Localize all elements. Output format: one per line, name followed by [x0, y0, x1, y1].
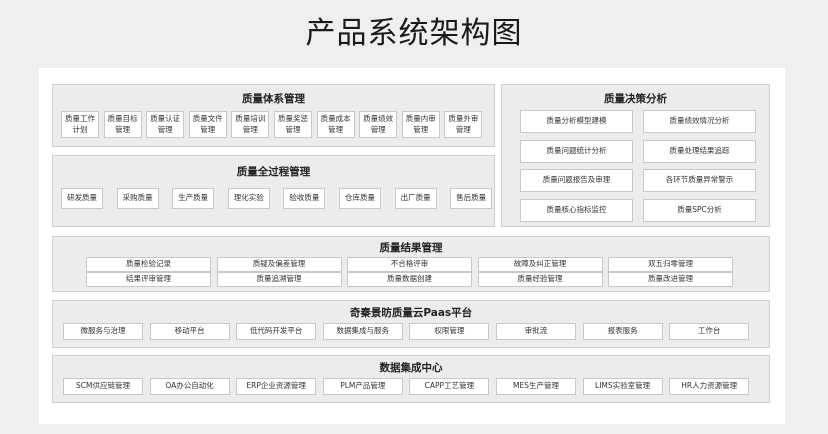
data-center-item: ERP企业资源管理: [236, 378, 317, 395]
quality-system-item-line: 质量绩效: [363, 114, 394, 124]
panel-title-paas: 奇秦景昉质量云Paas平台: [349, 307, 473, 319]
quality-decision-item: 质量处理结果追踪: [643, 139, 756, 163]
data-center-item: OA办公自动化: [149, 378, 230, 395]
panel-title-quality-decision: 质量决策分析: [604, 93, 667, 105]
quality-system-item-line: 质量工作: [65, 114, 95, 124]
quality-result-item: 质量检验记录: [86, 257, 211, 272]
quality-process-item: 出厂质量: [394, 188, 437, 209]
quality-system-item-line: 管理: [455, 124, 471, 134]
data-center-item: SCM供应链管理: [63, 378, 143, 395]
quality-system-item: 质量成本管理: [316, 111, 355, 138]
quality-system-item-line: 管理: [413, 124, 429, 134]
quality-system-item-line: 管理: [328, 124, 344, 134]
quality-result-item: 质疑及偏差管理: [216, 257, 342, 272]
quality-decision-item: 质量SPC分析: [643, 198, 756, 222]
quality-system-item: 质量工作计划: [61, 111, 99, 138]
quality-result-item: 结果评审管理: [86, 272, 211, 287]
quality-system-item: 质量文件管理: [188, 111, 227, 138]
data-center-item: LIMS实验室管理: [582, 378, 663, 395]
quality-system-item-line: 计划: [72, 124, 88, 134]
quality-system-item-line: 管理: [285, 124, 301, 134]
quality-result-item: 不合格评审: [347, 257, 472, 272]
quality-system-item: 质量培训管理: [231, 111, 270, 138]
quality-process-item: 采购质量: [116, 188, 159, 209]
quality-process-item: 仓库质量: [339, 188, 381, 209]
panel-quality-result: 质量结果管理 质量检验记录质疑及偏差管理不合格评审故障及纠正管理双五归零管理结果…: [52, 236, 770, 292]
quality-system-item: 质量绩效管理: [359, 111, 398, 138]
quality-system-item-line: 质量目标: [107, 114, 138, 124]
quality-result-item: 故障及纠正管理: [477, 257, 603, 272]
quality-system-item: 质量奖惩管理: [274, 111, 312, 138]
page-title: 产品系统架构图: [305, 16, 523, 51]
quality-decision-item: 质量核心指标监控: [520, 198, 633, 222]
quality-system-item-line: 质量成本: [320, 114, 351, 124]
data-center-item: PLM产品管理: [322, 378, 403, 395]
quality-result-item: 质量经验管理: [477, 272, 603, 287]
quality-process-item: 验收质量: [283, 188, 326, 209]
quality-system-item-line: 质量认证: [150, 114, 181, 124]
quality-process-item: 生产质量: [172, 188, 215, 209]
quality-system-item-line: 管理: [370, 124, 386, 134]
paas-item: 数据集成与服务: [322, 323, 403, 340]
quality-process-item: 售后质量: [450, 188, 493, 209]
paas-item: 低代码开发平台: [236, 323, 317, 340]
panel-quality-system: 质量体系管理 质量工作计划质量目标管理质量认证管理质量文件管理质量培训管理质量奖…: [52, 84, 495, 147]
quality-system-item-line: 管理: [115, 124, 131, 134]
quality-decision-item: 各环节质量异常警示: [643, 169, 756, 192]
quality-result-item: 质量改进管理: [608, 272, 733, 287]
quality-system-item-line: 质量内审: [405, 114, 436, 124]
quality-system-item-line: 质量外审: [448, 114, 479, 124]
quality-system-item: 质量目标管理: [103, 111, 142, 138]
data-center-item: MES生产管理: [496, 378, 576, 395]
quality-result-item: 双五归零管理: [608, 257, 733, 272]
paas-item: 移动平台: [149, 323, 230, 340]
panel-quality-decision: 质量决策分析 质量分析模型建模质量绩效情况分析质量问题统计分析质量处理结果追踪质…: [501, 84, 770, 227]
panel-title-quality-result: 质量结果管理: [379, 242, 443, 254]
panel-title-quality-process: 质量全过程管理: [236, 166, 311, 178]
quality-process-item: 研发质量: [61, 188, 103, 209]
paas-item: 审批流: [496, 323, 576, 340]
quality-process-item: 理化实验: [227, 188, 270, 209]
paas-item: 工作台: [669, 323, 750, 340]
quality-decision-item: 质量绩效情况分析: [643, 110, 756, 133]
quality-system-item-line: 质量奖惩: [278, 114, 308, 124]
quality-system-item-line: 管理: [157, 124, 173, 134]
data-center-item: CAPP工艺管理: [409, 378, 490, 395]
quality-result-item: 质量追溯管理: [216, 272, 342, 287]
panel-data-center: 数据集成中心 SCM供应链管理 OA办公自动化 ERP企业资源管理 PLM产品管理 CA…: [52, 355, 770, 403]
quality-system-item-line: 管理: [200, 124, 216, 134]
panel-quality-process: 质量全过程管理 研发质量采购质量生产质量理化实验验收质量仓库质量出厂质量售后质量: [52, 155, 495, 227]
quality-decision-item: 质量分析模型建模: [520, 110, 633, 133]
quality-decision-item: 质量问题统计分析: [520, 139, 633, 163]
quality-result-item: 质量数据创建: [347, 272, 472, 287]
architecture-canvas: 质量体系管理 质量工作计划质量目标管理质量认证管理质量文件管理质量培训管理质量奖…: [39, 68, 785, 424]
quality-system-item: 质量认证管理: [146, 111, 185, 138]
quality-system-item: 质量内审管理: [401, 111, 440, 138]
panel-title-quality-system: 质量体系管理: [242, 93, 305, 105]
quality-system-item-line: 质量文件: [192, 114, 223, 124]
quality-decision-item: 质量问题报告及审理: [520, 169, 633, 192]
paas-item: 微服务与治理: [63, 323, 143, 340]
paas-item: 权限管理: [409, 323, 490, 340]
panel-title-data-center: 数据集成中心: [379, 362, 443, 374]
panel-paas: 奇秦景昉质量云Paas平台 微服务与治理移动平台低代码开发平台数据集成与服务权限…: [52, 300, 770, 348]
paas-item: 报表服务: [582, 323, 663, 340]
data-center-item: HR人力资源管理: [669, 378, 750, 395]
quality-system-item-line: 质量培训: [235, 114, 266, 124]
quality-system-item: 质量外审管理: [444, 111, 483, 138]
quality-system-item-line: 管理: [242, 124, 258, 134]
